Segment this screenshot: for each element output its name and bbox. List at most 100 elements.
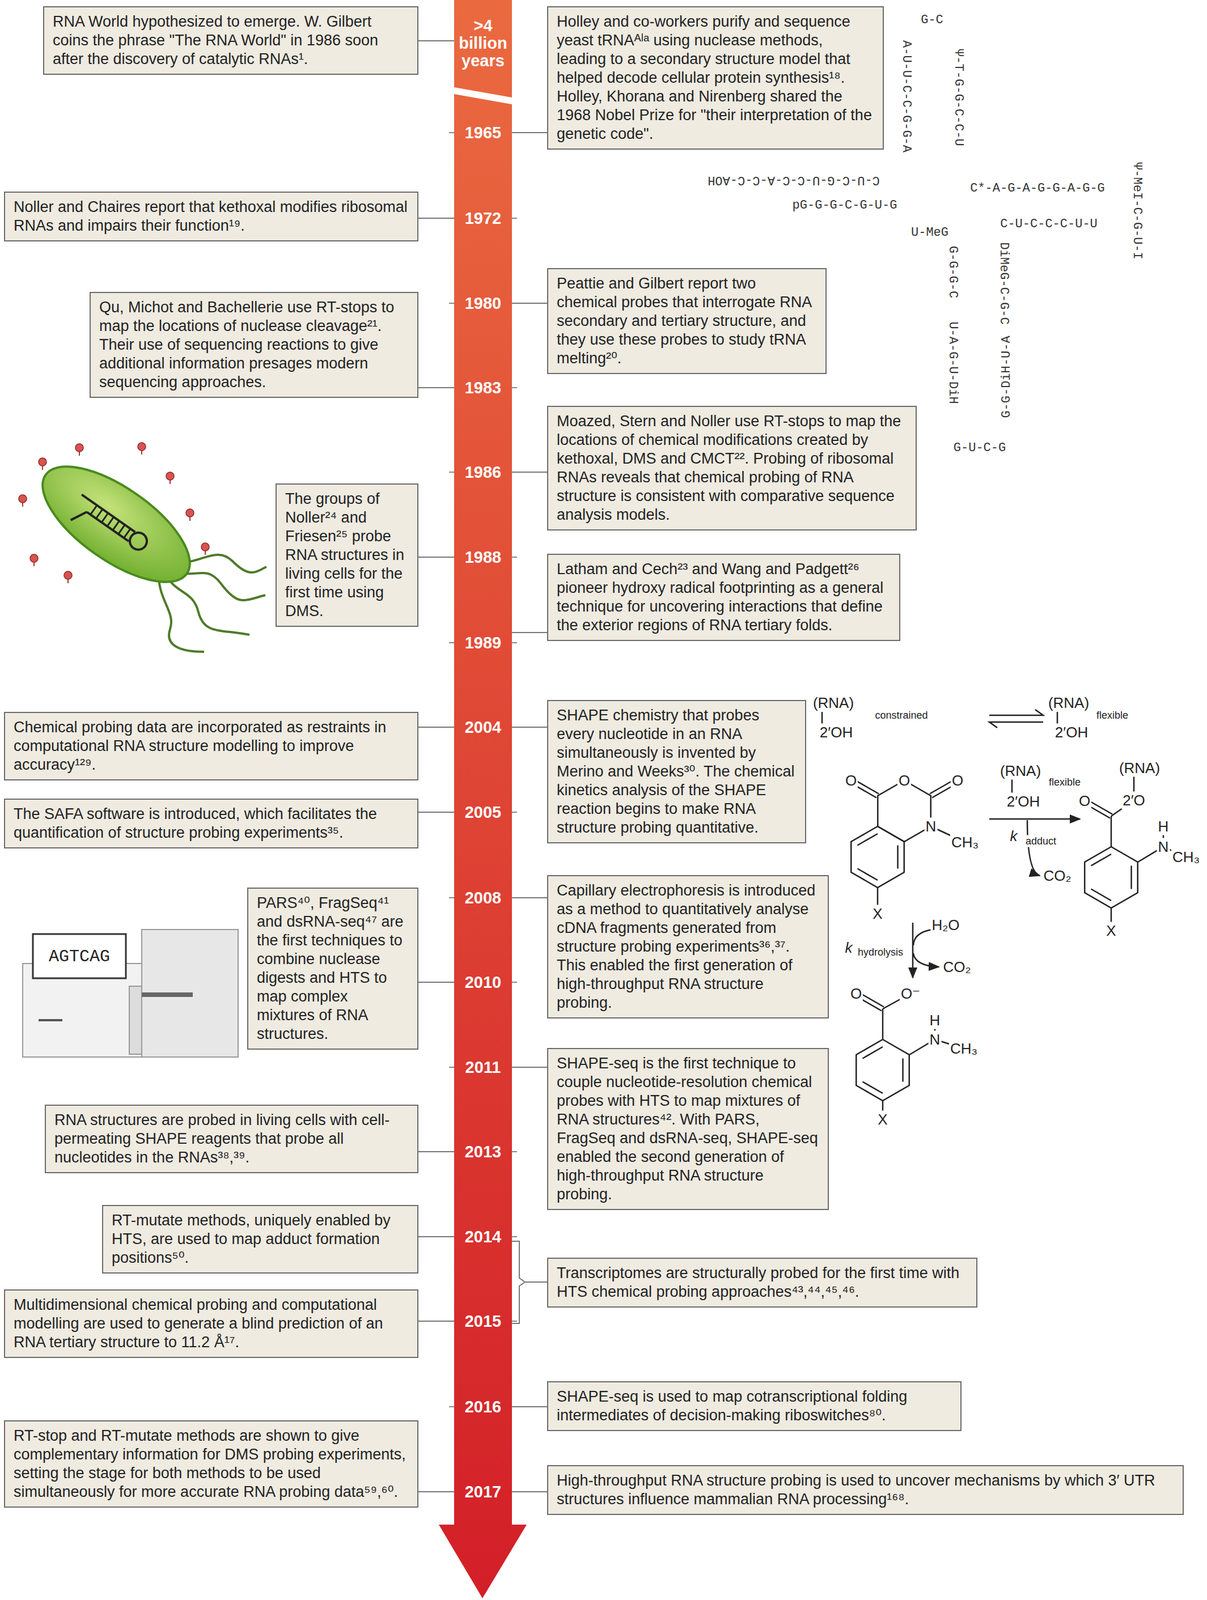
year-label: 2014 xyxy=(454,1228,512,1247)
chemical-label: N xyxy=(1157,838,1171,857)
leader-line xyxy=(511,471,548,473)
chemical-subscript: flexible xyxy=(1095,709,1129,722)
leader-line xyxy=(511,132,548,134)
event-box: The groups of Noller²⁴ and Friesen²⁵ pro… xyxy=(275,483,419,628)
chemical-label: CH₃ xyxy=(1171,848,1201,867)
screen-text: AGTCAG xyxy=(48,947,110,967)
year-label: 2015 xyxy=(454,1313,512,1331)
event-box: Moazed, Stern and Noller use RT-stops to… xyxy=(547,405,917,531)
year-label: 2017 xyxy=(454,1483,512,1502)
event-text: RT-stop and RT-mutate methods are shown … xyxy=(13,1426,409,1502)
sequence-text: U-A-G-U-DiH xyxy=(945,321,960,404)
sequence-text: C*-A-G-A-G-G-A-G-G xyxy=(970,181,1105,196)
event-box: Holley and co-workers purify and sequenc… xyxy=(547,6,884,150)
event-text: RNA structures are probed in living cell… xyxy=(54,1111,409,1168)
event-box: RT-mutate methods, uniquely enabled by H… xyxy=(102,1205,419,1274)
event-box: Multidimensional chemical probing and co… xyxy=(3,1289,419,1359)
year-label: >4 billion years xyxy=(454,17,512,70)
event-text: The groups of Noller²⁴ and Friesen²⁵ pro… xyxy=(285,489,409,621)
chemical-label: O xyxy=(1077,792,1092,811)
event-text: SHAPE-seq is the first technique to coup… xyxy=(556,1054,820,1205)
leader-line xyxy=(511,726,548,728)
chemical-subscript: constrained xyxy=(874,709,929,722)
rate-constant: k xyxy=(1009,827,1019,846)
event-text: Latham and Cech²³ and Wang and Padgett²⁶… xyxy=(556,560,891,635)
event-box: Latham and Cech²³ and Wang and Padgett²⁶… xyxy=(547,553,901,642)
event-text: RT-mutate methods, uniquely enabled by H… xyxy=(111,1211,409,1268)
event-box: RT-stop and RT-mutate methods are shown … xyxy=(3,1420,419,1509)
chemical-label: O xyxy=(844,772,858,790)
chemical-label: CH₃ xyxy=(949,1040,979,1058)
sequence-text: G-U-C-G xyxy=(953,441,1006,456)
leader-line xyxy=(511,897,548,899)
leader-line xyxy=(418,217,455,219)
year-label: 1965 xyxy=(454,124,512,142)
event-box: RNA World hypothesized to emerge. W. Gil… xyxy=(43,6,419,75)
event-text: SHAPE-seq is used to map cotranscription… xyxy=(556,1387,952,1426)
event-box: Chemical probing data are incorporated a… xyxy=(3,712,419,781)
chemical-label: CO₂ xyxy=(941,958,972,977)
chemical-label: (RNA) xyxy=(998,762,1043,781)
leader-line xyxy=(418,811,455,813)
chemical-label: O xyxy=(849,985,863,1003)
sequence-text: pG-G-G-C-G-U-G xyxy=(792,198,898,213)
year-label: 2008 xyxy=(454,889,512,908)
chemical-label: X xyxy=(876,1111,889,1129)
leader-lines xyxy=(418,40,548,1493)
leader-line xyxy=(418,40,455,42)
event-box: SHAPE-seq is used to map cotranscription… xyxy=(547,1381,962,1432)
event-box: Qu, Michot and Bachellerie use RT-stops … xyxy=(89,291,419,398)
timeline-top xyxy=(454,0,512,98)
timeline-arrow xyxy=(438,94,527,1599)
year-label: 2016 xyxy=(454,1398,512,1417)
event-text: Capillary electrophoresis is introduced … xyxy=(556,881,820,1013)
event-box: High-throughput RNA structure probing is… xyxy=(547,1465,1184,1516)
sequence-text: G-C xyxy=(920,13,944,28)
leader-line xyxy=(418,556,455,558)
sequence-text: G-G-G-C xyxy=(945,246,960,299)
event-text: High-throughput RNA structure probing is… xyxy=(556,1471,1175,1510)
chemical-subscript: hydrolysis xyxy=(857,946,904,959)
year-label: 2013 xyxy=(454,1143,512,1162)
sequence-text: Ψ-MeI-C-G-U-I xyxy=(1129,162,1145,260)
year-label: 1988 xyxy=(454,548,512,567)
year-label: 1989 xyxy=(454,634,512,652)
chemical-label: O xyxy=(950,772,965,790)
leader-line xyxy=(418,1320,455,1323)
sequence-text: U-MeG xyxy=(911,225,949,240)
event-box: Peattie and Gilbert report two chemical … xyxy=(547,268,827,375)
chemical-label: (RNA) xyxy=(811,694,855,713)
chemical-label: (RNA) xyxy=(1047,694,1091,713)
chemical-label: CH₃ xyxy=(950,833,980,852)
chemical-label: H xyxy=(1157,818,1171,836)
year-label: 2005 xyxy=(454,803,512,822)
leader-line xyxy=(511,632,548,634)
chemical-label: O⁻ xyxy=(899,985,922,1003)
leader-line xyxy=(418,1236,455,1238)
leader-line xyxy=(511,1406,548,1408)
event-text: Multidimensional chemical probing and co… xyxy=(13,1296,409,1353)
leader-line xyxy=(524,1281,548,1283)
event-text: Holley and co-workers purify and sequenc… xyxy=(556,12,875,144)
leader-line xyxy=(418,726,455,728)
leader-line xyxy=(418,981,455,984)
event-text: SHAPE chemistry that probes every nucleo… xyxy=(556,706,797,838)
year-ticks xyxy=(449,132,518,1493)
sequence-text: A-U-U-C-C-G-G-A xyxy=(899,40,914,153)
event-text: RNA World hypothesized to emerge. W. Gil… xyxy=(52,12,409,69)
event-box: Capillary electrophoresis is introduced … xyxy=(547,875,829,1019)
chemical-label: H₂O xyxy=(930,916,961,935)
year-label: 1980 xyxy=(454,294,512,313)
leader-line xyxy=(418,387,455,389)
event-text: Noller and Chaires report that kethoxal … xyxy=(13,197,409,236)
event-text: Moazed, Stern and Noller use RT-stops to… xyxy=(556,412,908,525)
chemical-label: CO₂ xyxy=(1042,867,1073,885)
event-text: The SAFA software is introduced, which f… xyxy=(13,805,409,843)
sequence-text: DiMeG-C-G-C xyxy=(996,242,1011,325)
year-label: 1972 xyxy=(454,209,512,228)
event-box: Noller and Chaires report that kethoxal … xyxy=(3,191,419,242)
chemical-label: 2′OH xyxy=(1005,793,1041,811)
sequence-text: C-U-C-C-C-U-U xyxy=(1000,217,1098,232)
chemical-label: H xyxy=(928,1011,942,1030)
event-box: SHAPE chemistry that probes every nucleo… xyxy=(547,700,807,844)
